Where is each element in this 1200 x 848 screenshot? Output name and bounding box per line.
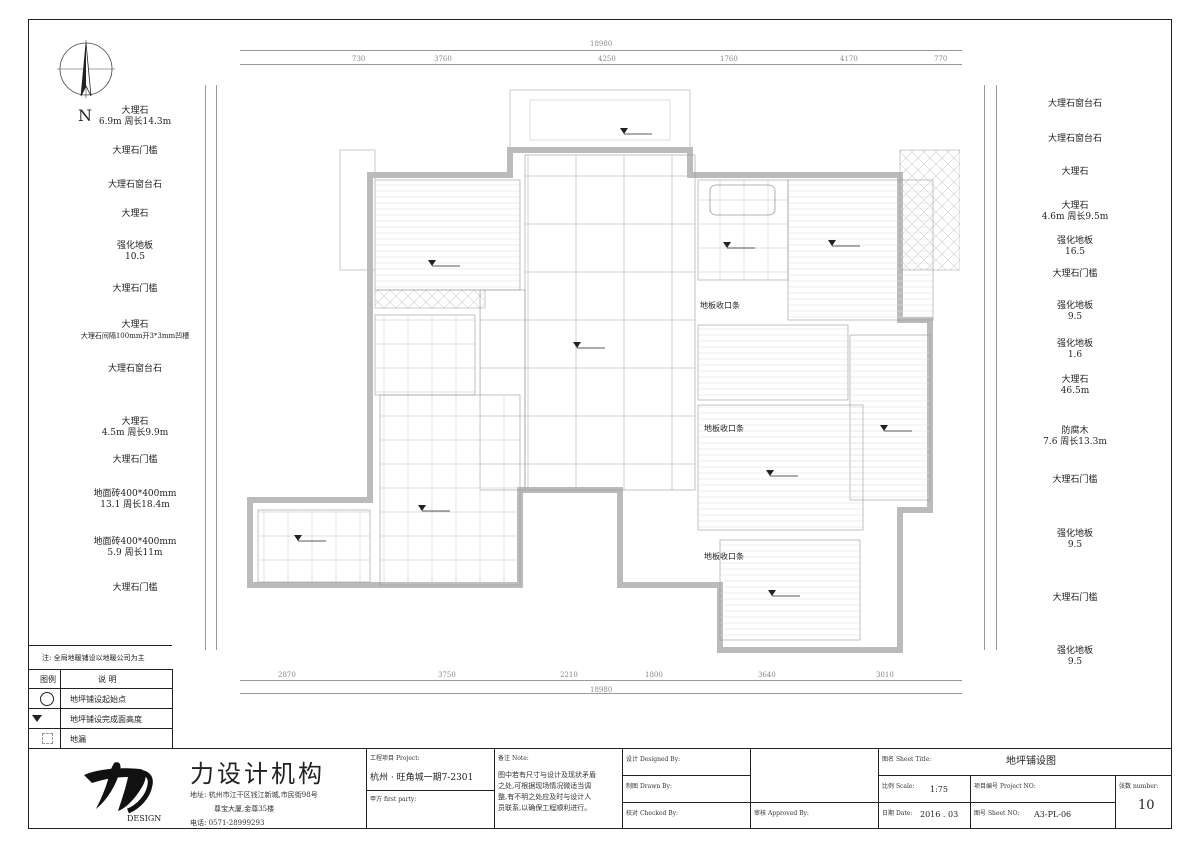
right-dimension-2 [996,85,997,650]
room-bedroom-left [374,179,521,291]
company-name: 力设计机构 [190,760,325,788]
bottom-dim-seg: 3750 [438,671,456,679]
right-label: 大理石门槛 [1052,593,1098,603]
start-point-icon [40,692,54,706]
right-label: 大理石 [1061,167,1089,177]
top-dim-seg: 4250 [598,55,616,63]
plan-note: 地板收口条 [704,424,744,433]
north-arrow-icon [57,40,115,98]
right-label: 大理石窗台石 [1047,99,1102,109]
top-dim-seg: 730 [352,55,366,63]
room-bathroom-left [374,314,476,396]
compass: N [55,38,117,128]
left-label: 大理石窗台石 [107,180,162,190]
date-label: 日期 Date: [882,810,913,817]
right-dimension [984,85,985,650]
sheets-value: 10 [1138,798,1155,813]
room-kitchen [379,394,521,586]
drawing-frame [28,19,1172,829]
note-label: 备注 Note: [498,755,529,762]
top-dim-seg: 770 [934,55,948,63]
party-label: 甲方 first party: [370,796,417,803]
left-dimension [205,85,206,650]
note-text: 图中若有尺寸与设计及现状矛盾 之处,可根据现场情况微适当调 整,有不明之处应及时… [498,771,596,812]
left-label: 大理石门槛 [112,583,158,593]
top-dim-seg: 1760 [720,55,738,63]
room-bathroom-right [697,179,789,281]
legend-desc: 地坪铺设完成面高度 [70,715,142,724]
company-phone: 电话: 0571-28999293 [190,819,265,827]
sheet-title-label: 图名 Sheet Title: [882,756,932,763]
room-balcony-bottom-left [257,509,371,583]
sheet-no-label: 图号 Sheet NO: [974,810,1020,817]
top-dim-seg: 4170 [840,55,858,63]
sheet-title: 地坪铺设图 [1006,756,1056,767]
project-no-label: 项目编号 Project NO: [974,783,1036,790]
room-bedroom-right-mid [697,404,864,531]
right-label: 大理石窗台石 [1047,134,1102,144]
right-label: 大理石门槛 [1052,269,1098,279]
top-dim-seg: 3760 [434,55,452,63]
left-label: 大理石门槛 [112,455,158,465]
left-dimension-2 [216,85,217,650]
scale-label: 比例 Scale: [882,783,915,790]
legend-note: 注: 全局地暖铺设以地暖公司为主 [42,654,145,662]
legend-header-desc: 说 明 [98,675,117,684]
bottom-dim-seg: 3640 [758,671,776,679]
project-value: 杭州 · 旺角城一期7-2301 [370,773,474,783]
drawn-label: 制图 Drawn By: [626,783,672,790]
room-living-hall [524,154,696,491]
plan-note: 地板收口条 [704,552,744,561]
left-label: 大理石窗台石 [107,364,162,374]
compass-label: N [78,106,92,125]
bottom-dim-total: 18980 [590,686,613,694]
bottom-dim-seg: 3010 [876,671,894,679]
plan-note: 地板收口条 [700,301,740,310]
room-bedroom-right-bottom [719,539,861,641]
bottom-dim-seg: 1800 [645,671,663,679]
bottom-dim-seg: 2870 [278,671,296,679]
sheet-no-value: A3-PL-06 [1034,810,1072,819]
top-dim-total: 18980 [590,40,613,48]
scale-value: 1:75 [930,785,948,794]
approved-label: 审核 Approved By: [754,810,809,817]
left-label: 大理石门槛 [112,284,158,294]
logo-sub: DESIGN [127,814,162,823]
sheets-label: 张数 number: [1119,783,1159,790]
level-marker-icon [32,715,42,722]
designed-label: 设计 Designed By: [626,756,681,763]
legend-header-icon: 图例 [40,675,56,684]
right-label: 大理石门槛 [1052,475,1098,485]
legend-desc: 地坪铺设起始点 [70,695,126,704]
left-label: 大理石门槛 [112,146,158,156]
checked-label: 校对 Checked By: [626,810,679,817]
floor-drain-icon [42,733,53,744]
left-label: 大理石 [121,209,149,219]
room-closet [697,324,849,401]
left-label: 大理石大理石间隔100mm开3*3mm凹槽 [80,320,190,340]
floor-plan [247,89,960,653]
company-address: 地址: 杭州市江干区钱江新城,市民街98号 [190,791,318,799]
date-value: 2016 . 03 [920,810,959,819]
project-label: 工程项目 Project: [370,755,420,762]
company-address-2: 尊宝大厦,金尊35楼 [214,805,275,813]
legend-desc: 地漏 [70,735,86,744]
company-logo-icon [84,762,153,814]
bottom-dim-seg: 2210 [560,671,578,679]
